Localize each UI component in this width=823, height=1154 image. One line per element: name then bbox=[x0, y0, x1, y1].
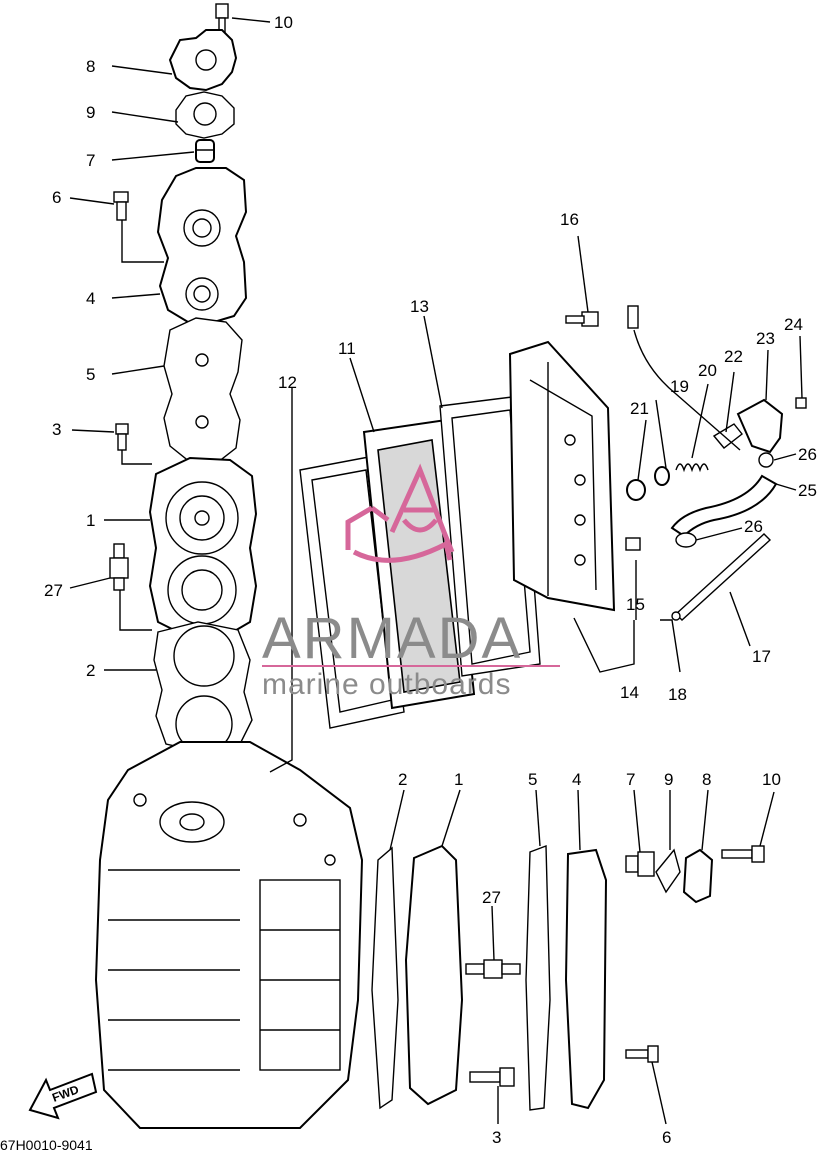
callout-25: 25 bbox=[798, 481, 817, 500]
callout-side-9: 9 bbox=[664, 770, 673, 789]
callout-14: 14 bbox=[620, 683, 639, 702]
callout-7: 7 bbox=[86, 151, 95, 170]
callout-12: 12 bbox=[278, 373, 297, 392]
callout-8: 8 bbox=[86, 57, 95, 76]
cylinder-block bbox=[94, 741, 364, 1129]
thermostat-side-7 bbox=[625, 851, 655, 877]
callout-side-4: 4 bbox=[572, 770, 581, 789]
bolt-6 bbox=[113, 191, 129, 221]
callout-side-3: 3 bbox=[492, 1128, 501, 1147]
bolt-side-3 bbox=[469, 1067, 515, 1087]
bolt-side-10 bbox=[721, 845, 765, 863]
callout-labels: 10 8 9 7 6 4 5 3 1 27 2 12 11 13 16 21 1… bbox=[44, 13, 817, 1147]
callout-15: 15 bbox=[626, 595, 645, 614]
callout-6: 6 bbox=[52, 188, 61, 207]
watermark-title: ARMADA bbox=[262, 606, 522, 671]
bolt-3-top bbox=[115, 423, 129, 451]
callout-16: 16 bbox=[560, 210, 579, 229]
callout-side-8: 8 bbox=[702, 770, 711, 789]
callout-13: 13 bbox=[410, 297, 429, 316]
watermark-emblem bbox=[345, 463, 455, 563]
spark-plug-27 bbox=[109, 543, 129, 591]
callout-9: 9 bbox=[86, 103, 95, 122]
bolt-16 bbox=[565, 311, 599, 327]
callout-19: 19 bbox=[670, 377, 689, 396]
bolt-side-6 bbox=[625, 1045, 659, 1063]
callout-26-upper: 26 bbox=[798, 445, 817, 464]
callout-11: 11 bbox=[338, 339, 356, 358]
callout-5: 5 bbox=[86, 365, 95, 384]
watermark: ARMADA marine outboards bbox=[262, 463, 560, 701]
side-view-parts bbox=[371, 844, 765, 1111]
callout-side-27: 27 bbox=[482, 888, 501, 907]
callout-2: 2 bbox=[86, 661, 95, 680]
callout-1: 1 bbox=[86, 511, 95, 530]
spark-plug-side-27 bbox=[465, 959, 521, 979]
diagram-code: 67H0010-9041 bbox=[0, 1137, 93, 1153]
exhaust-cover-14 bbox=[508, 340, 616, 612]
callout-17: 17 bbox=[752, 647, 771, 666]
callout-21: 21 bbox=[630, 399, 649, 418]
callout-side-7: 7 bbox=[626, 770, 635, 789]
fwd-arrow: FWD bbox=[28, 1072, 98, 1120]
callout-27: 27 bbox=[44, 581, 63, 600]
callout-24: 24 bbox=[784, 315, 803, 334]
callout-23: 23 bbox=[756, 329, 775, 348]
callout-4: 4 bbox=[86, 289, 95, 308]
callout-3: 3 bbox=[52, 420, 61, 439]
callout-side-5: 5 bbox=[528, 770, 537, 789]
callout-26-lower: 26 bbox=[744, 517, 763, 536]
callout-side-1: 1 bbox=[454, 770, 463, 789]
thermostat-7 bbox=[195, 139, 215, 163]
callout-18: 18 bbox=[668, 685, 687, 704]
leader-lines bbox=[69, 17, 803, 1125]
callout-10: 10 bbox=[274, 13, 293, 32]
gasket-5 bbox=[163, 317, 243, 463]
callout-side-2: 2 bbox=[398, 770, 407, 789]
small-parts-right bbox=[626, 305, 807, 621]
fitting-15 bbox=[625, 537, 641, 551]
callout-22: 22 bbox=[724, 347, 743, 366]
callout-side-10: 10 bbox=[762, 770, 781, 789]
callout-20: 20 bbox=[698, 361, 717, 380]
watermark-subtitle: marine outboards bbox=[262, 668, 511, 701]
left-stack bbox=[109, 3, 258, 753]
callout-side-6: 6 bbox=[662, 1128, 671, 1147]
